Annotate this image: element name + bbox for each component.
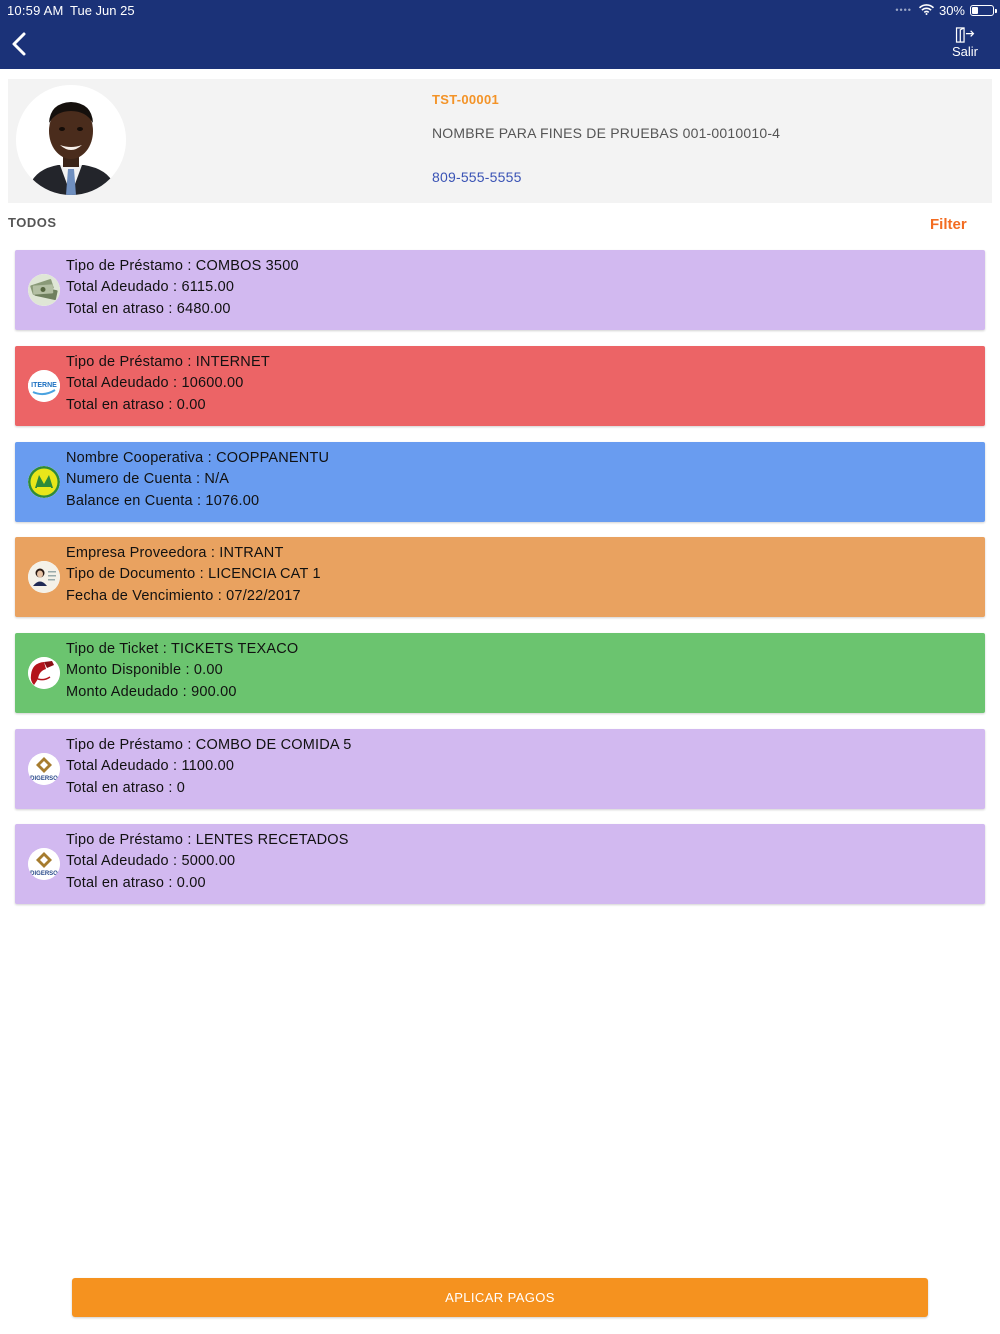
svg-text:DIGERSO: DIGERSO bbox=[30, 776, 58, 782]
account-card[interactable]: Empresa Proveedora : INTRANT Tipo de Doc… bbox=[15, 537, 985, 617]
card-line-3: Balance en Cuenta : 1076.00 bbox=[66, 493, 260, 509]
status-date: Tue Jun 25 bbox=[70, 3, 135, 18]
card-line-2: Total Adeudado : 5000.00 bbox=[66, 853, 236, 869]
account-card[interactable]: Tipo de Ticket : TICKETS TEXACO Monto Di… bbox=[15, 633, 985, 713]
battery-percent: 30% bbox=[938, 2, 965, 18]
card-line-3: Fecha de Vencimiento : 07/22/2017 bbox=[66, 588, 301, 604]
account-card[interactable]: Tipo de Préstamo : COMBOS 3500 Total Ade… bbox=[15, 250, 985, 330]
internet-logo-icon: ITERNE bbox=[28, 370, 60, 402]
logout-icon bbox=[955, 27, 975, 43]
card-line-3: Monto Adeudado : 900.00 bbox=[66, 684, 237, 700]
client-phone-link[interactable]: 809-555-5555 bbox=[432, 169, 522, 185]
status-indicators: •••• 30% bbox=[895, 2, 997, 18]
card-line-1: Tipo de Préstamo : COMBOS 3500 bbox=[66, 258, 299, 274]
chevron-left-icon bbox=[12, 32, 26, 56]
app-header: 10:59 AM Tue Jun 25 •••• 30% Salir bbox=[0, 0, 1000, 69]
client-name: NOMBRE PARA FINES DE PRUEBAS 001-0010010… bbox=[432, 125, 781, 141]
account-card[interactable]: ITERNE Tipo de Préstamo : INTERNET Total… bbox=[15, 346, 985, 426]
card-line-2: Total Adeudado : 6115.00 bbox=[66, 279, 235, 295]
account-card[interactable]: DIGERSO Tipo de Préstamo : COMBO DE COMI… bbox=[15, 729, 985, 809]
fuel-pump-icon bbox=[28, 657, 60, 689]
card-line-1: Tipo de Préstamo : LENTES RECETADOS bbox=[66, 832, 349, 848]
filter-button[interactable]: Filter bbox=[930, 216, 967, 233]
card-line-1: Nombre Cooperativa : COOPPANENTU bbox=[66, 450, 330, 466]
battery-level bbox=[972, 6, 978, 14]
avatar bbox=[16, 85, 126, 195]
card-line-3: Total en atraso : 6480.00 bbox=[66, 301, 231, 317]
card-line-2: Monto Disponible : 0.00 bbox=[66, 662, 223, 678]
license-card-icon bbox=[28, 561, 60, 593]
card-line-1: Tipo de Ticket : TICKETS TEXACO bbox=[66, 641, 299, 657]
section-label: TODOS bbox=[8, 215, 57, 230]
cooperative-logo-icon bbox=[28, 466, 60, 498]
profile-panel: TST-00001 NOMBRE PARA FINES DE PRUEBAS 0… bbox=[8, 79, 992, 203]
status-time: 10:59 AM bbox=[7, 3, 64, 18]
logout-button[interactable]: Salir bbox=[950, 27, 980, 59]
card-line-1: Empresa Proveedora : INTRANT bbox=[66, 545, 284, 561]
battery-icon bbox=[970, 4, 997, 16]
signal-dots-icon: •••• bbox=[895, 5, 912, 15]
account-card[interactable]: DIGERSO Tipo de Préstamo : LENTES RECETA… bbox=[15, 824, 985, 904]
money-icon bbox=[28, 274, 60, 306]
card-line-3: Total en atraso : 0.00 bbox=[66, 875, 206, 891]
card-line-3: Total en atraso : 0 bbox=[66, 780, 186, 796]
back-button[interactable] bbox=[8, 30, 32, 58]
logout-label: Salir bbox=[951, 44, 978, 59]
wifi-icon bbox=[918, 3, 935, 18]
card-line-2: Tipo de Documento : LICENCIA CAT 1 bbox=[66, 566, 321, 582]
card-line-2: Numero de Cuenta : N/A bbox=[66, 471, 230, 487]
apply-payments-button[interactable]: APLICAR PAGOS bbox=[72, 1278, 928, 1317]
card-line-2: Total Adeudado : 1100.00 bbox=[66, 758, 235, 774]
digerso-logo-icon: DIGERSO bbox=[28, 848, 60, 880]
card-line-3: Total en atraso : 0.00 bbox=[66, 397, 206, 413]
svg-text:ITERNE: ITERNE bbox=[31, 382, 57, 389]
digerso-logo-icon: DIGERSO bbox=[28, 753, 60, 785]
svg-text:DIGERSO: DIGERSO bbox=[30, 871, 58, 877]
client-id: TST-00001 bbox=[432, 92, 500, 107]
card-line-1: Tipo de Préstamo : COMBO DE COMIDA 5 bbox=[66, 737, 352, 753]
account-card[interactable]: Nombre Cooperativa : COOPPANENTU Numero … bbox=[15, 442, 985, 522]
card-line-2: Total Adeudado : 10600.00 bbox=[66, 375, 244, 391]
card-line-1: Tipo de Préstamo : INTERNET bbox=[66, 354, 270, 370]
